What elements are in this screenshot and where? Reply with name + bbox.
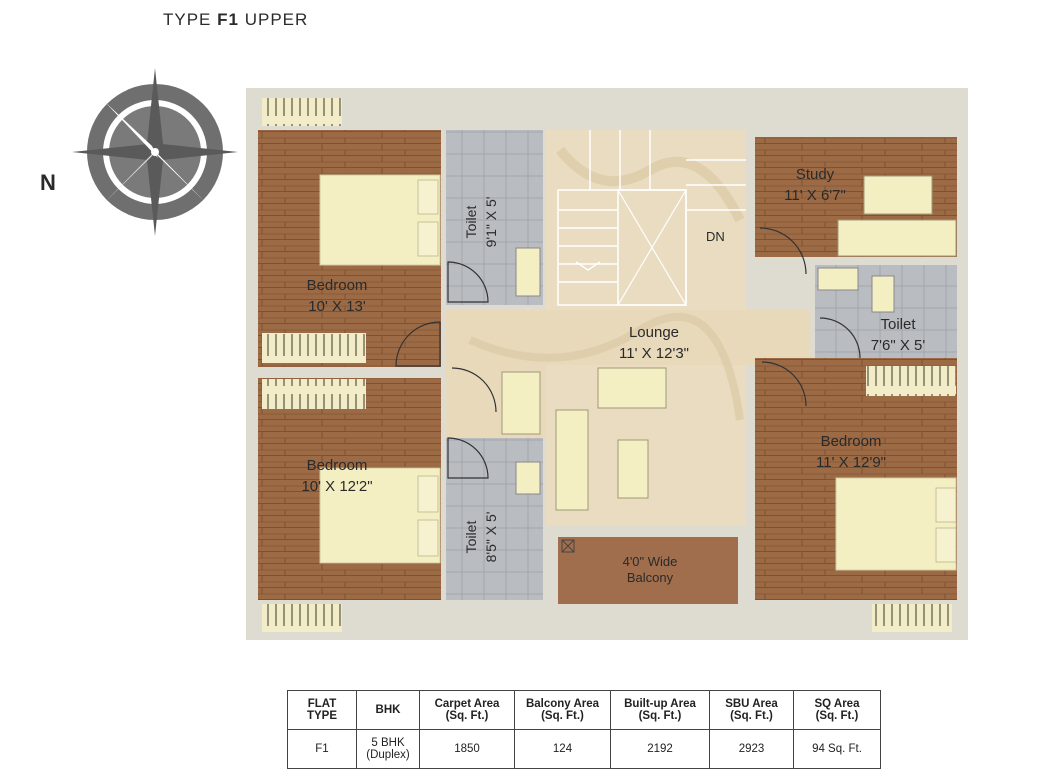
study-name: Study [796, 166, 835, 183]
title-type: F1 [217, 10, 239, 29]
stair-down-label: DN [706, 229, 725, 244]
toilet-bottom-size: 8'5" X 5' [483, 512, 499, 563]
cell-balcony-area: 124 [514, 729, 611, 769]
lounge-cabinet [501, 371, 541, 435]
toilet-top-basin [515, 247, 541, 297]
cell-carpet-area: 1850 [419, 729, 515, 769]
header-carpet-area: Carpet Area(Sq. Ft.) [419, 690, 515, 730]
balcony-floor [558, 537, 738, 604]
plan-title: TYPE F1 UPPER [163, 10, 308, 30]
cell-sbu-area: 2923 [709, 729, 794, 769]
door-toilet-bottom [447, 437, 489, 479]
bedroom-left-top-name: Bedroom [307, 277, 368, 294]
toilet-bottom-name: Toilet [463, 521, 479, 554]
railing-top-left [262, 98, 342, 126]
header-sq-area: SQ Area(Sq. Ft.) [793, 690, 881, 730]
compass-north-label: N [40, 170, 56, 195]
railing-lower-left [262, 379, 366, 409]
cell-bhk: 5 BHK(Duplex) [356, 729, 420, 769]
bedroom-left-bottom-name: Bedroom [307, 457, 368, 474]
compass-rose [72, 68, 238, 236]
header-sbu-area: SBU Area(Sq. Ft.) [709, 690, 794, 730]
bed-left-bottom [319, 467, 441, 564]
toilet-right-name: Toilet [880, 316, 916, 333]
door-toilet-top [447, 261, 489, 303]
room-labels: Bedroom 10' X 13' Bedroom 10' X 12'2" Lo… [301, 166, 925, 585]
door-toilet-right [819, 317, 861, 359]
study-desk [837, 219, 957, 257]
toilet-right-wc [871, 275, 895, 313]
title-level: UPPER [244, 10, 309, 29]
staircase [557, 130, 746, 306]
lounge-size: 11' X 12'3" [619, 345, 689, 362]
balcony-line1: 4'0" Wide [623, 554, 678, 569]
door-study [759, 227, 807, 275]
cell-flat-type: F1 [287, 729, 357, 769]
header-bhk: BHK [356, 690, 420, 730]
area-table-row: F1 5 BHK(Duplex) 1850 124 2192 2923 94 S… [287, 729, 881, 769]
lounge-sofa [597, 367, 667, 409]
bedroom-left-top-size: 10' X 13' [308, 298, 366, 315]
title-prefix: TYPE [163, 10, 212, 29]
cell-sq-area: 94 Sq. Ft. [793, 729, 881, 769]
bedroom-right-size: 11' X 12'9" [816, 454, 886, 471]
balcony-line2: Balcony [627, 570, 674, 585]
railing-mid-left [262, 333, 366, 363]
study-sofa [863, 175, 933, 215]
bedroom-right-name: Bedroom [821, 433, 882, 450]
bedroom-left-bottom-size: 10' X 12'2" [301, 478, 372, 495]
header-balcony-area: Balcony Area(Sq. Ft.) [514, 690, 611, 730]
toilet-right-size: 7'6" X 5' [871, 337, 926, 354]
study-size: 11' X 6'7" [784, 187, 846, 204]
lounge-table [617, 439, 649, 499]
toilet-bottom-basin [515, 461, 541, 495]
lounge-name: Lounge [629, 324, 679, 341]
bed-left-top [319, 174, 441, 266]
lounge-side-sofa [555, 409, 589, 511]
toilet-right-basin [817, 267, 859, 291]
bed-right [835, 477, 957, 571]
door-bedroom-left-bottom [451, 367, 497, 413]
cell-builtup-area: 2192 [610, 729, 710, 769]
toilet-top-size: 9'1" X 5' [483, 197, 499, 248]
door-bedroom-right [761, 361, 807, 407]
railing-right [866, 366, 956, 396]
railing-bottom-right [872, 604, 952, 632]
header-builtup-area: Built-up Area(Sq. Ft.) [610, 690, 710, 730]
railing-bottom-left [262, 604, 342, 632]
door-bedroom-left-top [395, 321, 441, 367]
floor-plan: N DN [40, 68, 968, 640]
toilet-top-name: Toilet [463, 206, 479, 239]
